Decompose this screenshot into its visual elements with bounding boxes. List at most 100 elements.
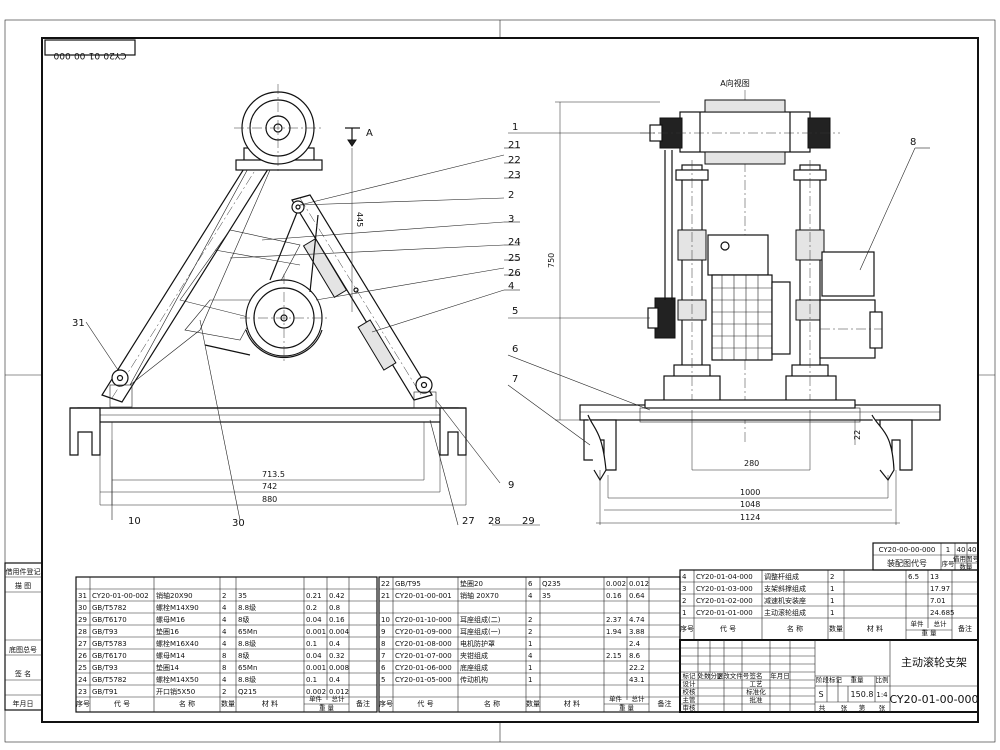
bom-middle-cell: CY20-01-08-000 (395, 640, 452, 648)
bom-middle-header: 材 料 (564, 699, 580, 708)
bom-left-cell: 26 (78, 652, 87, 660)
bom-left-header: 单件 (309, 694, 323, 703)
dim-713-5: 713.5 (262, 470, 285, 479)
bom-middle-cell: 底座组成 (460, 663, 488, 672)
bom-right-cell: 13 (930, 573, 939, 581)
balloon-27: 27 (462, 516, 475, 527)
side-elevation-view: A 445 713.5 742 880 (69, 84, 540, 529)
bom-middle-cell: CY20-01-10-000 (395, 616, 452, 624)
assembly-ref-sub: 数量 (960, 562, 974, 571)
bom-middle-cell: 22.2 (629, 664, 645, 672)
balloon-1: 1 (512, 122, 518, 133)
bom-left-cell: 8级 (238, 651, 249, 660)
bom-left-cell: GB/T6170 (92, 616, 127, 624)
bom-left-cell: 8.8级 (238, 603, 256, 612)
assembly-ref-seq: 序号 (942, 559, 956, 568)
scale-label: 比例 (876, 675, 889, 684)
balloon-21: 21 (508, 140, 521, 151)
weight-value: 150.8 (851, 690, 874, 699)
bom-left-cell: 8.8级 (238, 639, 256, 648)
balloon-29: 29 (522, 516, 535, 527)
bom-left-cell: 23 (78, 688, 87, 696)
bom-left-header: 代 号 (114, 699, 130, 708)
bom-left-cell: 8级 (238, 615, 249, 624)
bom-left-cell: 开口销5X50 (156, 687, 195, 696)
bom-left-cell: GB/T91 (92, 688, 118, 696)
bom-left-cell: CY20-01-00-002 (92, 592, 149, 600)
bom-right-cell: 减速机安装座 (764, 596, 806, 605)
bom-middle-cell: 2.37 (606, 616, 622, 624)
dim-1048: 1048 (740, 500, 760, 509)
bom-middle-cell: 4 (528, 652, 533, 660)
bom-middle-cell: 9 (381, 628, 385, 636)
bom-left-cell: 4 (222, 604, 227, 612)
bom-left-cell: 4 (222, 616, 227, 624)
bom-left-cell: 0.42 (329, 592, 345, 600)
dim-750: 750 (547, 253, 556, 268)
bom-left-cell: 25 (78, 664, 87, 672)
bom-left-cell: 0.04 (306, 652, 322, 660)
left-margin-record: 借用件登记 描 图 底图总号 签 名 年月日 (4, 562, 43, 711)
bom-middle-cell: 2.15 (606, 652, 622, 660)
bom-left-cell: GB/T5782 (92, 676, 127, 684)
rev-header: 更改文件号 (717, 671, 750, 680)
bom-left-cell: 0.1 (306, 640, 317, 648)
scale-value: 1:4 (876, 691, 888, 699)
bom-left-cell: 8.8级 (238, 675, 256, 684)
bom-left-cell: GB/T6170 (92, 652, 127, 660)
bom-left-cell: 0.16 (329, 616, 345, 624)
bom-left-cell: 0.4 (329, 676, 341, 684)
bom-middle-cell: 43.1 (629, 676, 645, 684)
bom-middle-cell: 6 (528, 580, 533, 588)
bom-left-cell: 0.001 (306, 664, 326, 672)
bom-middle-cell: 1 (528, 676, 532, 684)
bom-left-cell: 螺母M14 (156, 651, 185, 660)
bom-middle-cell: 电机防护罩 (460, 639, 495, 648)
margin-label-date: 年月日 (13, 699, 34, 708)
dim-1124: 1124 (740, 513, 760, 522)
bom-middle-cell: 1.94 (606, 628, 622, 636)
title-block (679, 639, 979, 713)
assembly-ref-code: CY20-00-00-000 (879, 546, 936, 554)
bom-middle-cell: 21 (381, 592, 390, 600)
bom-left-cell: GB/T93 (92, 664, 118, 672)
bom-middle-cell: 4.74 (629, 616, 645, 624)
bom-middle-cell: 耳座组成(二) (460, 615, 501, 624)
bom-middle-header: 备注 (658, 699, 672, 708)
bom-left-cell: 65Mn (238, 628, 257, 636)
bom-middle-cell: 耳座组成(一) (460, 627, 501, 636)
bom-middle-cell: 10 (381, 616, 390, 624)
sheet-count: 第 (859, 703, 866, 712)
bom-left-cell: 8 (222, 664, 226, 672)
bom-right-header: 单件 (911, 619, 925, 628)
bom-left-cell: 螺栓M16X40 (156, 639, 199, 648)
assembly-ref-col: 1 (946, 546, 950, 554)
bom-left-cell: 0.8 (329, 604, 340, 612)
bom-middle-cell: GB/T95 (395, 580, 421, 588)
bom-middle-header: 代 号 (417, 699, 433, 708)
bom-right-header: 总计 (934, 619, 948, 628)
rev-header: 分区 (711, 671, 725, 680)
bom-middle-cell: 传动机构 (460, 675, 488, 684)
bom-right-cell: 3 (682, 585, 686, 593)
title-role: 主管 (683, 695, 697, 704)
bom-left-cell: Q215 (238, 688, 257, 696)
balloon-26: 26 (508, 268, 521, 279)
dim-22: 22 (853, 430, 862, 440)
bom-left-cell: 0.04 (306, 616, 322, 624)
title-drawing-number: CY20-01-00-000 (889, 693, 978, 706)
bom-middle-cell: Q235 (542, 580, 561, 588)
bom-left-header: 序号 (76, 699, 90, 708)
bom-right-cell: 1 (830, 597, 834, 605)
bom-middle-cell: CY20-01-06-000 (395, 664, 452, 672)
bom-middle-cell: CY20-01-00-001 (395, 592, 452, 600)
bom-left-cell: 0.012 (329, 688, 349, 696)
title-role-mid: 批准 (750, 695, 764, 704)
a-direction-view: A向视图 (507, 78, 941, 525)
sheet-count: 共 (819, 703, 826, 712)
balloon-5: 5 (512, 306, 518, 317)
bom-right-header: 名 称 (787, 624, 803, 633)
right-foot-clamp (439, 407, 467, 456)
bom-middle-cell: 6 (381, 664, 386, 672)
